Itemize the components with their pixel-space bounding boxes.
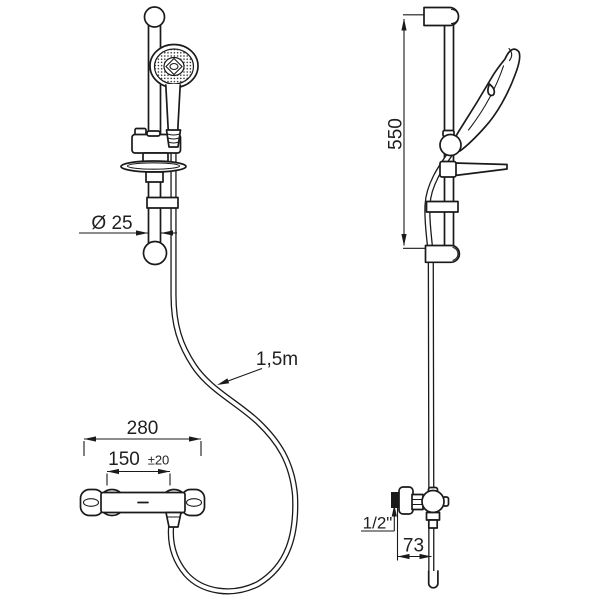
dim-overall-width: 280 <box>83 418 202 456</box>
mixer-valve-side <box>391 486 450 529</box>
valve-body-side <box>398 486 414 515</box>
shower-holder-front <box>131 127 182 163</box>
thread-size-label: 1/2" <box>363 514 393 533</box>
wand-hook <box>487 83 496 97</box>
dim-wall-offset: 73 <box>396 508 432 561</box>
bar-diameter-label: Ø 25 <box>91 213 132 234</box>
wall-flange <box>391 492 400 508</box>
inlet-tolerance-label: ±20 <box>148 453 170 468</box>
wall-offset-label: 73 <box>403 536 424 557</box>
soap-dish-side <box>439 160 508 178</box>
valve-knob-side <box>421 489 445 514</box>
hose-outlet-side <box>425 511 441 521</box>
holder-side <box>439 129 462 157</box>
soap-dish-front <box>120 160 187 183</box>
hose-length-label: 1,5m <box>256 349 298 370</box>
dim-bar-diameter: Ø 25 <box>79 213 177 236</box>
label-thread-size: 1/2" <box>361 504 397 533</box>
front-view: 280 150 ±20 Ø 25 1,5m <box>79 6 299 595</box>
inlet-spacing-label: 150 <box>108 449 140 470</box>
hand-shower-side <box>451 47 521 152</box>
bar-top-bracket-side <box>423 6 460 27</box>
dim-bar-length: 550 <box>386 14 426 249</box>
mixer-valve-front <box>79 488 206 528</box>
side-view: 550 1/2" 73 <box>361 6 521 589</box>
bar-top-end <box>143 6 166 28</box>
hand-shower-front <box>149 43 199 133</box>
hose-end-tip <box>427 570 439 589</box>
dim-inlet-spacing: 150 ±20 <box>106 449 171 486</box>
overall-width-label: 280 <box>127 418 159 439</box>
bar-bracket-front <box>146 196 179 209</box>
logo-diamond <box>165 57 183 76</box>
label-hose-length: 1,5m <box>217 349 298 385</box>
hose-outlet-front <box>165 511 182 528</box>
bar-bottom-end <box>142 240 168 266</box>
bar-bracket-side <box>425 200 459 213</box>
bar-bottom-mount-side <box>424 244 461 264</box>
hose-front <box>167 150 299 595</box>
bar-length-label: 550 <box>386 118 407 150</box>
